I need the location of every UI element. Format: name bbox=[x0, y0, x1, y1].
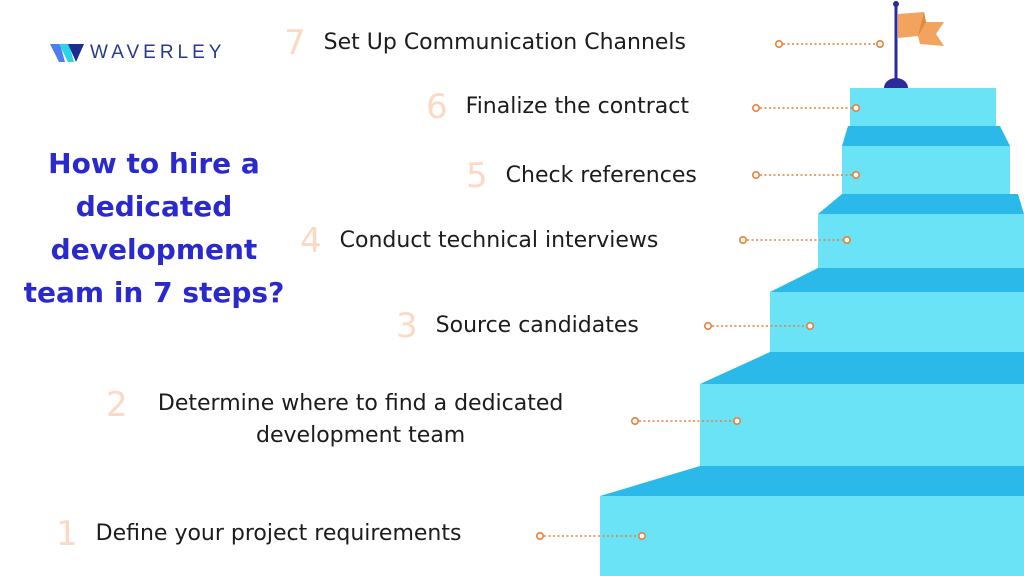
step-label: Finalize the contract bbox=[465, 94, 690, 119]
step-label-line: development team bbox=[256, 423, 466, 448]
step-number: 1 bbox=[56, 514, 78, 554]
step-label-line: Determine where to find a dedicated bbox=[157, 391, 564, 416]
title-line: dedicated bbox=[75, 190, 233, 223]
waverley-logo: WAVERLEY bbox=[50, 40, 225, 66]
step-4: 4 Conduct technical interviews bbox=[300, 224, 658, 258]
stair-riser-2 bbox=[700, 384, 1024, 466]
stair-riser-6 bbox=[850, 88, 996, 126]
stair-tread-3 bbox=[770, 268, 1024, 292]
step-number: 3 bbox=[396, 306, 418, 346]
flag-fold bbox=[918, 12, 926, 36]
connector-2 bbox=[630, 416, 741, 425]
step-label: Conduct technical interviews bbox=[339, 228, 659, 253]
step-label: Set Up Communication Channels bbox=[323, 30, 686, 55]
step-2: 2 Determine where to find a dedicated de… bbox=[106, 388, 596, 452]
step-label: Source candidates bbox=[435, 313, 639, 338]
stair-riser-5 bbox=[842, 146, 1010, 194]
stair-tread-4 bbox=[818, 194, 1024, 214]
stair-riser-1 bbox=[600, 496, 1024, 576]
stair-tread-1 bbox=[600, 466, 1024, 496]
stair-tread-5 bbox=[842, 126, 1010, 146]
connector-5 bbox=[751, 171, 860, 180]
title-line: team in 7 steps? bbox=[23, 276, 285, 309]
title-line: How to hire a bbox=[48, 147, 260, 180]
step-7: 7 Set Up Communication Channels bbox=[284, 26, 686, 60]
step-number: 5 bbox=[466, 156, 488, 196]
step-label: Determine where to find a dedicated deve… bbox=[126, 388, 596, 452]
logo-text: WAVERLEY bbox=[90, 42, 226, 63]
stair-riser-4 bbox=[818, 214, 1024, 268]
step-1: 1 Define your project requirements bbox=[56, 517, 461, 551]
connector-4 bbox=[738, 236, 851, 245]
step-number: 6 bbox=[426, 87, 448, 127]
step-label: Define your project requirements bbox=[95, 521, 462, 546]
connector-7 bbox=[774, 39, 884, 48]
connector-1 bbox=[535, 531, 646, 540]
connector-6 bbox=[751, 104, 860, 113]
waverley-logo-icon bbox=[50, 44, 84, 62]
step-5: 5 Check references bbox=[466, 159, 697, 193]
connector-3 bbox=[703, 321, 814, 330]
step-number: 2 bbox=[106, 385, 128, 425]
step-label: Check references bbox=[505, 163, 697, 188]
flag-pole-top bbox=[893, 1, 899, 7]
step-3: 3 Source candidates bbox=[396, 309, 639, 343]
page-title: How to hire a dedicated development team… bbox=[16, 142, 292, 314]
step-number: 4 bbox=[300, 221, 322, 261]
stair-tread-2 bbox=[700, 352, 1024, 384]
stair-riser-3 bbox=[770, 292, 1024, 352]
step-number: 7 bbox=[284, 23, 306, 63]
step-6: 6 Finalize the contract bbox=[426, 90, 689, 124]
title-line: development bbox=[50, 233, 258, 266]
